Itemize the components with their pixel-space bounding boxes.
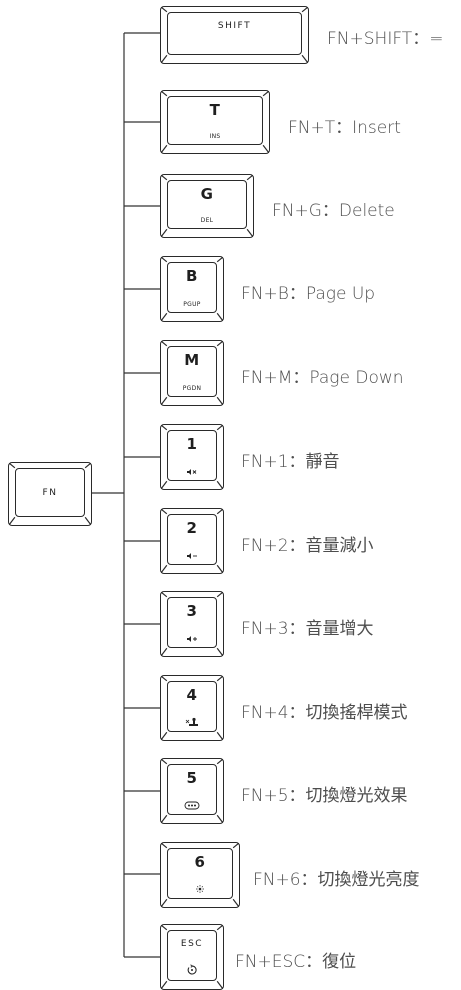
b-key-legend: B bbox=[186, 267, 198, 285]
key-bevel bbox=[161, 843, 239, 907]
key-1-legend: 1 bbox=[186, 435, 198, 453]
key-top: FN bbox=[15, 468, 85, 517]
b-key-label: FN+B：Page Up bbox=[241, 284, 376, 304]
t-key-sublegend: INS bbox=[209, 133, 221, 140]
key-bevel bbox=[161, 7, 308, 63]
key-top: M PGDN bbox=[167, 346, 217, 397]
shift-key-legend: SHIFT bbox=[217, 21, 252, 31]
key-3-label: FN+3：音量增大 bbox=[241, 619, 374, 639]
key-4-label: FN+4：切換搖桿模式 bbox=[241, 703, 408, 723]
key-5: 5 bbox=[160, 758, 224, 824]
key-top: 1 bbox=[167, 430, 217, 481]
g-key-legend: G bbox=[200, 185, 214, 203]
shift-key: SHIFT bbox=[160, 6, 309, 64]
b-key-sublegend: PGUP bbox=[183, 301, 201, 308]
key-5-label: FN+5：切換燈光效果 bbox=[241, 786, 408, 806]
key-bevel bbox=[9, 463, 91, 525]
key-bevel bbox=[161, 91, 269, 153]
key-bevel bbox=[161, 592, 223, 656]
b-key: B PGUP bbox=[160, 256, 224, 322]
key-6-legend: 6 bbox=[194, 853, 206, 871]
esc-key: ESC bbox=[160, 924, 224, 990]
volume-up-icon bbox=[168, 635, 216, 643]
brightness-icon bbox=[168, 884, 232, 894]
key-bevel bbox=[161, 925, 223, 989]
lighting-effect-icon bbox=[168, 801, 216, 810]
key-2: 2 bbox=[160, 508, 224, 574]
g-key: G DEL bbox=[160, 174, 254, 238]
key-bevel bbox=[161, 676, 223, 740]
key-3-legend: 3 bbox=[186, 602, 198, 620]
t-key-label: FN+T：Insert bbox=[288, 118, 401, 138]
joystick-mode-icon bbox=[168, 717, 216, 727]
key-bevel bbox=[161, 341, 223, 405]
g-key-sublegend: DEL bbox=[200, 217, 214, 224]
key-bevel bbox=[161, 509, 223, 573]
key-top: 2 bbox=[167, 514, 217, 565]
key-4-legend: 4 bbox=[186, 686, 198, 704]
fn-key-legend: FN bbox=[42, 487, 58, 498]
key-top: G DEL bbox=[167, 180, 247, 229]
t-key-legend: T bbox=[209, 101, 221, 119]
key-bevel bbox=[161, 257, 223, 321]
key-top: ESC bbox=[167, 930, 217, 981]
t-key: T INS bbox=[160, 90, 270, 154]
key-top: SHIFT bbox=[167, 12, 302, 55]
key-top: 6 bbox=[167, 848, 233, 899]
esc-key-label: FN+ESC：復位 bbox=[235, 952, 357, 972]
shift-key-label: FN+SHIFT：= bbox=[327, 29, 444, 49]
key-6: 6 bbox=[160, 842, 240, 908]
m-key-legend: M bbox=[184, 351, 200, 369]
key-top: 5 bbox=[167, 764, 217, 815]
key-bevel bbox=[161, 759, 223, 823]
m-key-label: FN+M：Page Down bbox=[241, 368, 404, 388]
volume-down-icon bbox=[168, 552, 216, 560]
fn-key: FN bbox=[8, 462, 92, 526]
key-top: 4 bbox=[167, 681, 217, 732]
key-bevel bbox=[161, 175, 253, 237]
key-5-legend: 5 bbox=[186, 769, 198, 787]
key-3: 3 bbox=[160, 591, 224, 657]
key-2-label: FN+2：音量減小 bbox=[241, 536, 374, 556]
key-top: 3 bbox=[167, 597, 217, 648]
key-6-label: FN+6：切換燈光亮度 bbox=[253, 870, 420, 890]
esc-key-legend: ESC bbox=[180, 939, 204, 949]
key-1: 1 bbox=[160, 424, 224, 490]
key-1-label: FN+1：靜音 bbox=[241, 452, 340, 472]
key-top: B PGUP bbox=[167, 262, 217, 313]
key-top: T INS bbox=[167, 96, 263, 145]
key-2-legend: 2 bbox=[186, 519, 198, 537]
m-key-sublegend: PGDN bbox=[182, 385, 202, 392]
key-bevel bbox=[161, 425, 223, 489]
key-4: 4 bbox=[160, 675, 224, 741]
reset-icon bbox=[168, 964, 216, 976]
m-key: M PGDN bbox=[160, 340, 224, 406]
mute-icon bbox=[168, 468, 216, 476]
g-key-label: FN+G：Delete bbox=[272, 201, 395, 221]
